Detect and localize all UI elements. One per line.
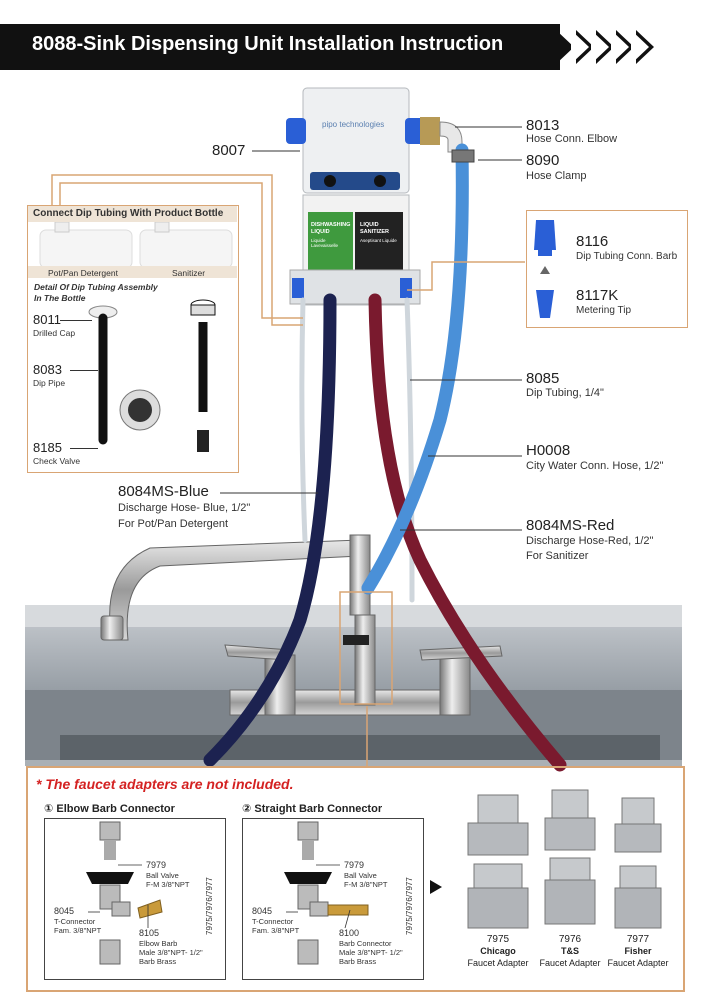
callout-leader-lines — [220, 126, 522, 531]
s2-valve-code: 7979 — [344, 860, 365, 870]
callout-h0008-code: H0008 — [526, 442, 571, 459]
callout-8007-code: 8007 — [212, 142, 246, 159]
adapter-7977-code: 7977 — [626, 934, 650, 945]
callout-8013-desc: Hose Conn. Elbow — [526, 133, 618, 145]
dip-box-header — [28, 206, 237, 222]
s1-tee-code: 8045 — [54, 906, 75, 916]
s1-valve-desc1: Ball Valve — [146, 871, 179, 880]
s2-side-label: 7975/7976/7977 — [405, 877, 414, 935]
adapter-7975-brand: Chicago — [480, 946, 516, 956]
s2-barb-desc1: Barb Connector — [339, 939, 392, 948]
dip-part-8083-desc: Dip Pipe — [33, 378, 66, 388]
s1-barb-code: 8105 — [139, 928, 160, 938]
callout-8117k-desc: Metering Tip — [576, 305, 632, 316]
title-banner — [0, 24, 560, 70]
faucet-illustration — [100, 534, 503, 716]
adapter-7977-brand: Fisher — [624, 946, 652, 956]
s1-valve-desc2: F-M 3/8"NPT — [146, 880, 190, 889]
s1-barb-desc2: Male 3/8"NPT- 1/2" — [139, 948, 203, 957]
callout-8084ms-blue-desc2: For Pot/Pan Detergent — [118, 518, 229, 530]
adapter-7976-brand: T&S — [561, 946, 579, 956]
unit-label-sanitizer: LIQUID SANITIZER — [360, 222, 390, 235]
unit-label-dishwashing-sub: Liquide Lavevaisselle — [311, 238, 339, 248]
section1-box — [44, 818, 226, 980]
product-bottles-illustration — [39, 221, 233, 269]
section2-box — [242, 818, 424, 980]
bottle-label-sanitizer: Sanitizer — [172, 268, 206, 278]
arrow-right-icon — [430, 880, 442, 894]
dip-part-8011-desc: Drilled Cap — [33, 328, 76, 338]
faucet-adapters-illustration — [467, 789, 662, 929]
metering-parts-illustration — [534, 220, 556, 318]
s1-valve-code: 7979 — [146, 860, 167, 870]
elbow-connector-illustration — [86, 821, 163, 965]
page-title: 8088-Sink Dispensing Unit Installation I… — [32, 33, 504, 55]
s2-barb-desc2: Male 3/8"NPT- 1/2" — [339, 948, 403, 957]
adapter-7976-desc: Faucet Adapter — [539, 958, 601, 968]
section2-title: ② Straight Barb Connector — [242, 803, 383, 815]
adapter-note: * The faucet adapters are not included. — [36, 776, 294, 792]
s2-valve-desc1: Ball Valve — [344, 871, 377, 880]
s1-tee-desc1: T-Connector — [54, 917, 96, 926]
s1-barb-desc3: Barb Brass — [139, 957, 177, 966]
callout-8117k-code: 8117K — [576, 287, 619, 304]
dip-detail-line2: In The Bottle — [34, 293, 86, 303]
s2-barb-desc3: Barb Brass — [339, 957, 377, 966]
dip-part-8185-code: 8185 — [33, 440, 62, 455]
callout-8085-code: 8085 — [526, 370, 560, 387]
dip-detail-line1: Detail Of Dip Tubing Assembly — [34, 282, 158, 292]
unit-label-sanitizer-sub: Aseptisant Liquide — [360, 238, 397, 243]
dip-box-connector-lines — [51, 174, 525, 766]
faucet-adapter-section — [26, 766, 685, 992]
unit-brand-label: pipo technologies — [322, 120, 385, 129]
callout-8090-code: 8090 — [526, 152, 560, 169]
adapter-7976-code: 7976 — [558, 934, 582, 945]
dip-part-8011-code: 8011 — [33, 312, 61, 327]
s2-valve-desc2: F-M 3/8"NPT — [344, 880, 388, 889]
callout-8085-desc: Dip Tubing, 1/4" — [526, 387, 604, 399]
callout-8116-code: 8116 — [576, 233, 609, 250]
callout-8090-desc: Hose Clamp — [526, 170, 587, 182]
bottle-label-detergent: Pot/Pan Detergent — [48, 268, 118, 278]
callout-8084ms-red-code: 8084MS-Red — [526, 517, 615, 534]
callout-8084ms-red-desc1: Discharge Hose-Red, 1/2" — [526, 535, 654, 547]
s2-tee-desc2: Fam. 3/8"NPT — [252, 926, 300, 935]
dip-assembly-illustration — [88, 299, 216, 452]
straight-connector-illustration — [284, 821, 369, 965]
dispensing-unit-illustration — [286, 87, 463, 306]
dip-tubing-box — [27, 205, 239, 473]
callout-8084ms-red-desc2: For Sanitizer — [526, 550, 589, 562]
callout-8084ms-blue-desc1: Discharge Hose- Blue, 1/2" — [118, 502, 251, 514]
bottle-label-bar — [28, 266, 237, 278]
metering-parts-box — [526, 210, 688, 328]
sink-illustration — [25, 605, 682, 766]
s1-barb-desc1: Elbow Barb — [139, 939, 178, 948]
s1-tee-desc2: Fam. 3/8"NPT — [54, 926, 102, 935]
callout-8116-desc: Dip Tubing Conn. Barb — [576, 251, 678, 262]
adapter-7975-code: 7975 — [486, 934, 510, 945]
callout-8084ms-blue-code: 8084MS-Blue — [118, 483, 209, 500]
s2-tee-desc1: T-Connector — [252, 917, 294, 926]
hoses-illustration — [203, 143, 567, 772]
callout-h0008-desc: City Water Conn. Hose, 1/2" — [526, 460, 664, 472]
dip-part-8185-desc: Check Valve — [33, 456, 81, 466]
adapter-7977-desc: Faucet Adapter — [607, 958, 669, 968]
s2-tee-code: 8045 — [252, 906, 273, 916]
s1-side-label: 7975/7976/7977 — [205, 877, 214, 935]
adapter-7975-desc: Faucet Adapter — [467, 958, 529, 968]
callout-8013-code: 8013 — [526, 117, 560, 134]
unit-label-dishwashing: DISHWASHING LIQUID — [311, 222, 351, 235]
s2-barb-code: 8100 — [339, 928, 360, 938]
section1-title: ① Elbow Barb Connector — [44, 803, 175, 815]
dip-box-title: Connect Dip Tubing With Product Bottle — [33, 208, 224, 219]
dip-part-8083-code: 8083 — [33, 362, 62, 377]
